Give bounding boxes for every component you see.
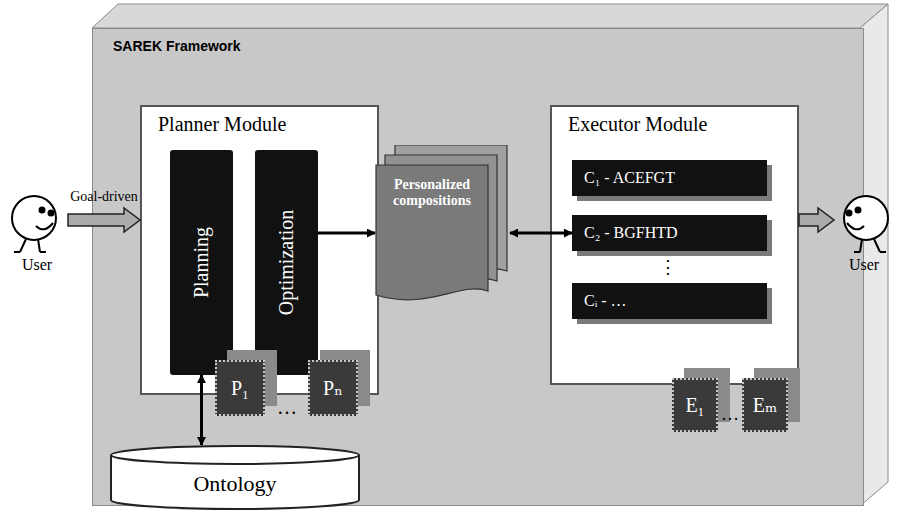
node-text: Eₘ — [753, 394, 777, 417]
document-pages — [375, 145, 510, 310]
node-text: Cᵢ - … — [584, 292, 627, 310]
user-figure: User — [6, 192, 68, 280]
edge-label: Goal-driven — [70, 189, 138, 204]
composition-box: C₂ - BGFHTD — [572, 215, 767, 251]
document-stack: Personalized compositions — [375, 145, 510, 310]
node-text: Planner Module — [158, 113, 361, 136]
label-text: ⋮ — [659, 258, 677, 276]
framework-container: SAREK FrameworkPlanner ModulePlanning Opt… — [92, 28, 864, 506]
connector-arrow — [510, 232, 572, 235]
flow-arrow — [68, 208, 140, 232]
ellipsis-mark: … — [721, 405, 739, 423]
process-bar: Optimization — [255, 150, 318, 375]
executor-plugin-box: E₁ — [672, 378, 718, 432]
node-text: Executor Module — [568, 113, 781, 136]
edge-label-text: Goal-driven — [70, 189, 138, 204]
composition-box: Cᵢ - … — [572, 283, 767, 319]
node-text: User — [834, 256, 894, 274]
process-bar: Planning — [170, 150, 233, 375]
database-cylinder: Ontology — [110, 445, 360, 511]
frame-top-face — [92, 4, 888, 28]
executor-plugin-box: Eₘ — [742, 378, 788, 432]
node-text: C₁ - ACEFGT — [584, 169, 675, 187]
node-text: Optimization — [275, 210, 298, 316]
ellipsis-mark: … — [277, 397, 297, 417]
composition-box: C₁ - ACEFGT — [572, 160, 767, 196]
connector-arrow — [200, 375, 203, 445]
frame-side-face — [860, 4, 888, 506]
module-box: Planner ModulePlanning Optimization — [140, 105, 379, 395]
document-page — [376, 165, 488, 300]
node-text: Pₙ — [323, 377, 343, 400]
user-face — [6, 192, 66, 256]
node-text: C₂ - BGFHTD — [584, 224, 678, 242]
plugin-box: P₁ — [215, 360, 265, 416]
flow-arrow — [799, 208, 834, 232]
node-text: Planning — [190, 227, 213, 298]
node-text: Ontology — [110, 471, 360, 496]
label-text: … — [277, 397, 297, 417]
label-text: … — [721, 405, 739, 423]
node-text: E₁ — [685, 394, 704, 417]
connector-arrow — [318, 232, 375, 235]
user-face — [834, 192, 894, 256]
node-text: SAREK Framework — [113, 38, 843, 54]
node-text: P₁ — [231, 377, 249, 400]
module-box: Executor Module C₁ - ACEFGT C₂ - BGFHTD Cᵢ … — [550, 105, 799, 385]
node-text: User — [6, 256, 68, 274]
ellipsis-mark: ⋮ — [659, 258, 677, 276]
plugin-box: Pₙ — [308, 360, 358, 416]
user-figure: User — [834, 192, 894, 280]
node-text: Personalized compositions — [380, 177, 484, 209]
